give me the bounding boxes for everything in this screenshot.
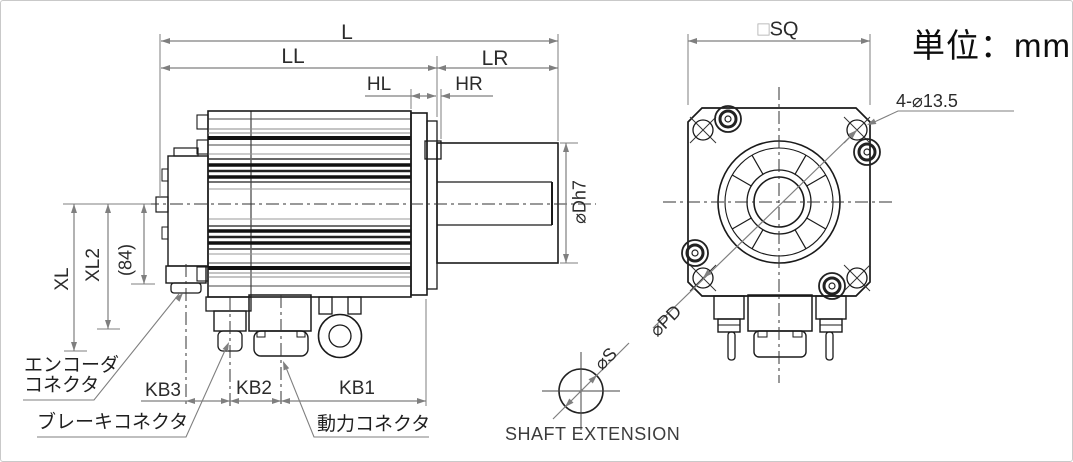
dim-label-lr: LR: [481, 46, 509, 70]
shaft-extension-caption: SHAFT EXTENSION: [505, 424, 681, 444]
dim-label-l: L: [341, 20, 353, 44]
unit-note: 単位：mm: [912, 27, 1071, 64]
dim-label-kb3: KB3: [145, 380, 181, 402]
square-symbol: □: [757, 18, 770, 41]
dim-label-shaft-dia: ⌀Dh7: [569, 180, 590, 224]
label-brake-connector: ブレーキコネクタ: [37, 412, 189, 433]
dim-label-hl: HL: [366, 74, 392, 96]
dim-label-kb1: KB1: [339, 378, 375, 400]
dim-label-sq: SQ: [769, 18, 799, 41]
dim-label-kb2: KB2: [236, 378, 272, 400]
label-encoder-connector: エンコーダ コネクタ: [24, 356, 119, 396]
dim-label-ll: LL: [281, 44, 305, 68]
front-view-drawing: [681, 105, 881, 361]
encoder-connector-line2: コネクタ: [24, 374, 100, 396]
encoder-connector-line1: エンコーダ: [24, 355, 120, 376]
dim-label-sq-group: □SQ: [757, 18, 799, 41]
dim-label-hr: HR: [455, 74, 483, 96]
dim-label-bolt-holes: 4-⌀13.5: [896, 91, 958, 111]
leader-lines: [23, 110, 1014, 438]
dimension-arrows: [71, 38, 877, 407]
centerlines: [146, 87, 895, 406]
label-power-connector: 動力コネクタ: [317, 414, 431, 435]
dim-label-84: (84): [115, 243, 136, 277]
side-view-drawing: [155, 110, 559, 359]
dim-label-xl2: XL2: [83, 248, 105, 282]
dim-label-xl: XL: [52, 267, 74, 291]
